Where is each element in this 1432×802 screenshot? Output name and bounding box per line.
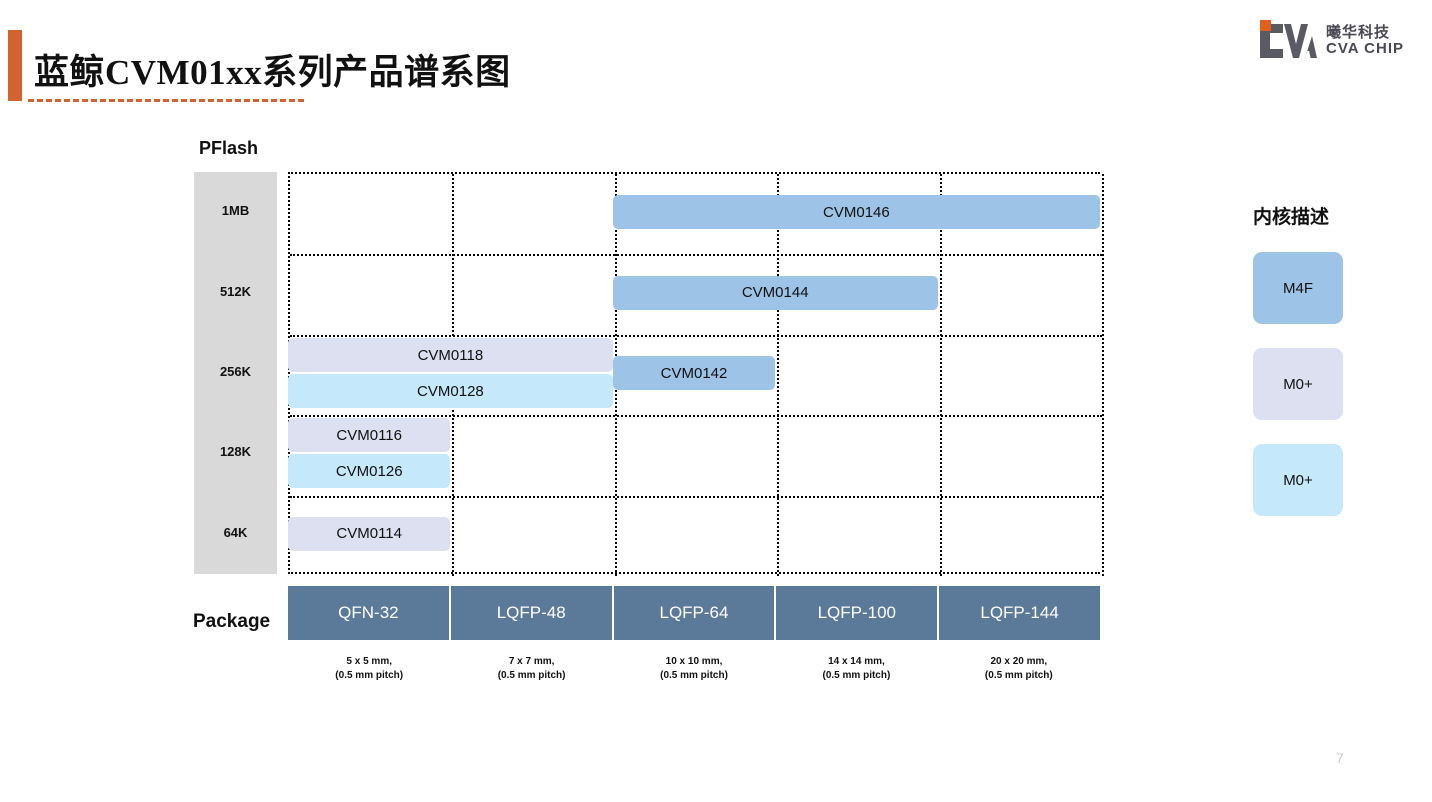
legend-title: 内核描述 [1253,207,1330,228]
package-dimension-5: 20 x 20 mm, (0.5 mm pitch) [938,655,1100,682]
package-dimension-pitch: (0.5 mm pitch) [660,669,728,681]
legend-item-label: M0+ [1283,471,1313,489]
logo-text: 曦华科技 CVA CHIP [1326,25,1404,57]
package-cell-label: LQFP-144 [980,603,1059,622]
pflash-tick-64K: 64K [223,524,248,540]
title-underline-divider [28,99,304,102]
logo-orange-square-icon [1259,20,1271,31]
package-dimension-size: 5 x 5 mm, [346,656,392,667]
package-dimension-1: 5 x 5 mm, (0.5 mm pitch) [288,655,450,682]
product-bar-label: CVM0118 [417,346,484,364]
package-cell-label: LQFP-100 [817,603,896,622]
page-title: 蓝鲸CVM01xx系列产品谱系图 [34,53,511,92]
legend-item-1: M4F [1253,252,1343,324]
legend-item-2: M0+ [1253,348,1343,420]
package-cell-lqfp-64[interactable]: LQFP-64 [614,586,777,640]
package-header-row: QFN-32 LQFP-48 LQFP-64 LQFP-100 LQFP-144 [288,586,1100,640]
grid-hline [290,334,1102,337]
package-cell-lqfp-48[interactable]: LQFP-48 [451,586,614,640]
product-bar-label: CVM0116 [336,426,402,444]
pflash-tick-256K: 256K [219,364,252,379]
package-cell-qfn-32[interactable]: QFN-32 [288,586,451,640]
package-dimension-size: 7 x 7 mm, [508,656,555,667]
package-cell-label: QFN-32 [338,603,399,622]
pflash-tick-1MB: 1MB [221,203,250,219]
product-bar-label: CVM0128 [417,382,484,400]
pflash-tick-512K: 512K [219,283,252,299]
product-bar-label: CVM0146 [823,203,890,221]
package-dimension-pitch: (0.5 mm pitch) [822,669,891,681]
grid-hline [290,415,1102,418]
logo-company-en: CVA CHIP [1325,40,1404,57]
grid-hline [290,495,1102,498]
package-dimension-size: 20 x 20 mm, [990,656,1048,667]
product-bar-label: CVM0126 [335,462,403,480]
package-dimension-3: 10 x 10 mm, (0.5 mm pitch) [613,655,775,682]
logo-company-cn: 曦华科技 [1325,24,1390,42]
legend-item-3: M0+ [1253,444,1343,516]
package-dimension-pitch: (0.5 mm pitch) [497,669,566,681]
grid-vline [939,174,942,576]
package-dimension-2: 7 x 7 mm, (0.5 mm pitch) [450,655,612,682]
grid-vline [777,174,780,576]
product-bar-cvm0144[interactable]: CVM0144 [612,275,938,310]
package-cell-lqfp-100[interactable]: LQFP-100 [776,586,940,640]
pflash-axis-column: 1MB 512K 256K 128K 64K [194,172,277,574]
package-dimension-pitch: (0.5 mm pitch) [335,669,404,681]
page-number: 7 [1336,750,1344,766]
product-bar-cvm0116[interactable]: CVM0116 [288,418,451,453]
legend-item-label: M0+ [1283,375,1313,393]
product-bar-cvm0118[interactable]: CVM0118 [288,338,613,372]
package-cell-lqfp-144[interactable]: LQFP-144 [939,586,1100,640]
product-bar-label: CVM0142 [660,364,728,382]
package-cell-label: LQFP-64 [659,603,729,622]
cva-logo-icon [1253,20,1317,62]
package-axis-title: Package [193,611,271,632]
package-dimension-4: 14 x 14 mm, (0.5 mm pitch) [775,655,937,682]
title-accent-bar [8,30,22,101]
product-bar-cvm0146[interactable]: CVM0146 [612,195,1100,230]
package-cell-label: LQFP-48 [496,603,566,622]
product-bar-cvm0142[interactable]: CVM0142 [612,356,776,390]
package-dimension-size: 10 x 10 mm, [665,656,723,667]
pflash-axis-title: PFlash [199,138,259,158]
legend-item-label: M4F [1283,279,1313,297]
product-bar-cvm0128[interactable]: CVM0128 [288,374,613,408]
product-bar-cvm0126[interactable]: CVM0126 [288,454,451,489]
grid-vline [1102,174,1104,576]
package-dimension-pitch: (0.5 mm pitch) [984,669,1053,681]
product-bar-label: CVM0114 [336,525,402,543]
product-bar-label: CVM0144 [741,284,809,302]
grid-hline [290,254,1102,257]
product-bar-cvm0114[interactable]: CVM0114 [288,516,451,551]
company-logo: 曦华科技 CVA CHIP [1253,20,1404,62]
pflash-tick-128K: 128K [219,444,252,460]
package-dimension-size: 14 x 14 mm, [828,656,885,667]
package-dimensions-row: 5 x 5 mm, (0.5 mm pitch) 7 x 7 mm, (0.5 mm … [288,655,1100,682]
